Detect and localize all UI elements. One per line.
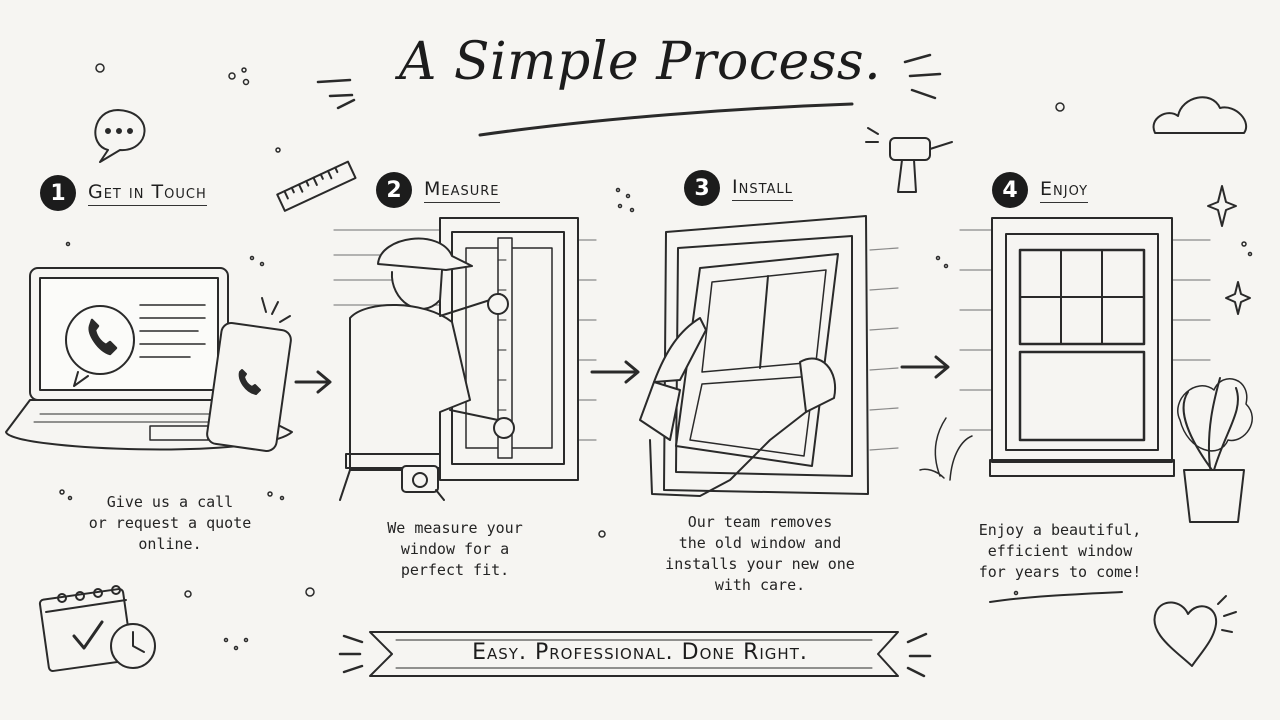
step-3-header: 3 Install bbox=[684, 170, 793, 206]
step-3-caption-line: Our team removes bbox=[687, 513, 833, 531]
step-1-caption: Give us a call or request a quote online… bbox=[70, 492, 270, 555]
title-flourish-left bbox=[316, 78, 356, 110]
step-2-title: Measure bbox=[424, 178, 500, 203]
step-3-caption-line: installs your new one bbox=[665, 555, 855, 573]
step-3-number-badge: 3 bbox=[684, 170, 720, 206]
step-4-caption-line: efficient window bbox=[987, 542, 1133, 560]
phone-icon bbox=[88, 318, 118, 356]
drill-icon bbox=[865, 127, 953, 193]
step-1-caption-line: Give us a call bbox=[106, 493, 234, 511]
step-1-title: Get in Touch bbox=[88, 181, 207, 206]
plant-icon bbox=[919, 377, 1253, 523]
banner-flourish-left bbox=[338, 634, 364, 674]
clock-icon bbox=[110, 623, 156, 669]
sparkle-icon bbox=[1207, 185, 1251, 315]
step-4-caption-line: Enjoy a beautiful, bbox=[978, 521, 1142, 539]
step-4-caption-line: for years to come! bbox=[978, 563, 1142, 581]
step-1-header: 1 Get in Touch bbox=[40, 175, 207, 211]
step-4-caption: Enjoy a beautiful, efficient window for … bbox=[960, 520, 1160, 583]
arrow-right-icon bbox=[294, 355, 950, 394]
step-3-caption: Our team removes the old window and inst… bbox=[650, 512, 870, 596]
step-2-caption-line: We measure your bbox=[387, 519, 523, 537]
speech-bubble-icon bbox=[94, 109, 146, 163]
smartphone-illustration bbox=[206, 297, 292, 452]
title-flourish-right bbox=[903, 53, 942, 100]
step-1-caption-line: or request a quote bbox=[88, 514, 252, 532]
banner-flourish-right bbox=[906, 632, 932, 678]
heart-icon bbox=[1153, 595, 1237, 667]
step-4-number-badge: 4 bbox=[992, 172, 1028, 208]
banner-ribbon bbox=[369, 631, 899, 677]
title-underline bbox=[478, 102, 854, 137]
step-3-caption-line: with care. bbox=[714, 576, 806, 594]
step-2-caption: We measure your window for a perfect fit… bbox=[360, 518, 550, 581]
step-2-caption-line: perfect fit. bbox=[400, 561, 510, 579]
banner-tagline: Easy. Professional. Done Right. bbox=[472, 639, 808, 665]
cloud-icon bbox=[1152, 96, 1247, 134]
step-3-title: Install bbox=[732, 176, 793, 201]
decorative-dots bbox=[59, 63, 1253, 651]
step-1-number-badge: 1 bbox=[40, 175, 76, 211]
install-illustration bbox=[639, 215, 899, 497]
step-3-caption-line: the old window and bbox=[678, 534, 842, 552]
step-4-title: Enjoy bbox=[1040, 178, 1089, 203]
step-4-header: 4 Enjoy bbox=[992, 172, 1089, 208]
step-2-caption-line: window for a bbox=[400, 540, 510, 558]
window-illustration bbox=[959, 217, 1211, 477]
caption-underline bbox=[989, 591, 1123, 603]
measure-illustration bbox=[333, 217, 597, 501]
ruler-icon bbox=[276, 160, 357, 212]
laptop-illustration bbox=[5, 267, 293, 451]
page-title: A Simple Process. bbox=[398, 32, 882, 92]
step-2-number-badge: 2 bbox=[376, 172, 412, 208]
step-2-header: 2 Measure bbox=[376, 172, 500, 208]
step-1-caption-line: online. bbox=[138, 535, 202, 553]
